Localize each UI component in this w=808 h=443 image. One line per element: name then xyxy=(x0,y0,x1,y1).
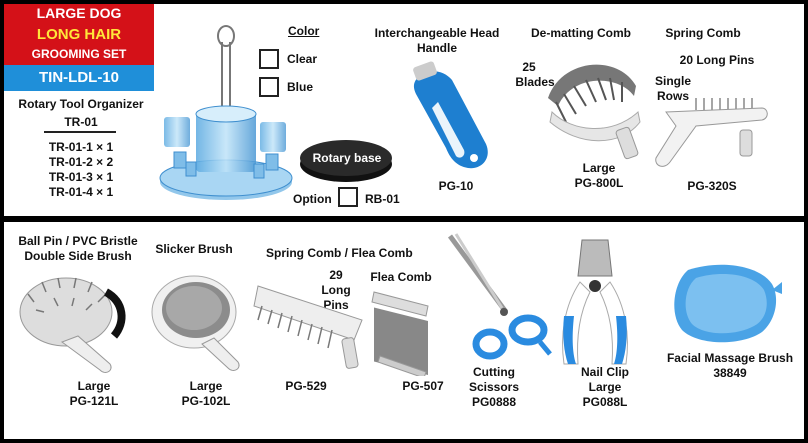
banner-line-large-dog: LARGE DOG xyxy=(4,4,154,25)
color-blue-checkbox[interactable] xyxy=(259,77,279,97)
color-clear-checkbox[interactable] xyxy=(259,49,279,69)
scissors-title-line2: Scissors xyxy=(468,380,520,394)
banner-set-code: TIN-LDL-10 xyxy=(4,65,154,91)
spring-comb-note-line2: Rows xyxy=(656,89,689,103)
rotary-base-label: Rotary base xyxy=(312,151,382,165)
organizer-model: TR-01 xyxy=(64,115,98,129)
color-blue-label: Blue xyxy=(287,80,314,94)
ballpin-brush-image xyxy=(19,277,126,373)
massage-brush-title: Facial Massage Brush xyxy=(666,351,794,365)
spring-comb-pins-note: 20 Long Pins xyxy=(679,53,755,67)
banner-line-long-hair: LONG HAIR xyxy=(4,25,154,46)
spring-flea-note-line3: Pins xyxy=(323,298,349,312)
nail-clip-title: Nail Clip xyxy=(580,365,629,379)
handle-title-line2: Handle xyxy=(416,41,457,55)
color-heading: Color xyxy=(288,24,320,38)
rotary-base-option-label: Option xyxy=(293,192,332,206)
scissors-image xyxy=(447,233,552,360)
rotary-base-image xyxy=(300,140,392,182)
handle-code: PG-10 xyxy=(438,179,474,193)
flea-comb-code: PG-507 xyxy=(402,379,444,393)
organizer-divider xyxy=(44,131,116,133)
organizer-part-1: TR-01-1 × 1 xyxy=(48,140,114,154)
spring-comb-title: Spring Comb xyxy=(665,26,741,40)
organizer-part-4: TR-01-4 × 1 xyxy=(48,185,114,199)
organizer-title: Rotary Tool Organizer xyxy=(18,97,144,111)
top-panel: LARGE DOG LONG HAIR GROOMING SET TIN-LDL… xyxy=(4,4,804,216)
spring-comb-note-line1: Single xyxy=(654,74,691,88)
nail-clip-size: Large xyxy=(588,380,622,394)
spring-flea-code: PG-529 xyxy=(285,379,327,393)
ballpin-size: Large xyxy=(77,379,111,393)
ballpin-code: PG-121L xyxy=(69,394,119,408)
flea-comb-title: Flea Comb xyxy=(370,270,432,284)
spring-flea-note-line1: 29 xyxy=(329,268,343,282)
bottom-panel: Ball Pin / PVC Bristle Double Side Brush… xyxy=(4,222,804,439)
massage-brush-code: 38849 xyxy=(713,366,747,380)
banner-line-grooming-set: GROOMING SET xyxy=(4,46,154,65)
organizer-part-3: TR-01-3 × 1 xyxy=(48,170,114,184)
set-banner: LARGE DOG LONG HAIR GROOMING SET TIN-LDL… xyxy=(4,4,154,91)
rotary-organizer-image xyxy=(159,25,293,200)
slicker-brush-image xyxy=(151,275,240,371)
dematting-code: PG-800L xyxy=(574,176,624,190)
rotary-base-code: RB-01 xyxy=(365,192,400,206)
scissors-title-line1: Cutting xyxy=(473,365,515,379)
slicker-code: PG-102L xyxy=(181,394,231,408)
dematting-title: De-matting Comb xyxy=(531,26,631,40)
dematting-comb-image xyxy=(548,64,641,160)
scissors-code: PG0888 xyxy=(471,395,517,409)
spring-comb-code: PG-320S xyxy=(687,179,737,193)
ballpin-title-line2: Double Side Brush xyxy=(24,249,132,263)
spring-flea-note-line2: Long xyxy=(321,283,351,297)
handle-image xyxy=(413,61,488,169)
dematting-size: Large xyxy=(582,161,616,175)
flea-comb-image xyxy=(371,291,429,376)
massage-brush-image xyxy=(674,264,782,343)
organizer-part-2: TR-01-2 × 2 xyxy=(48,155,114,169)
nail-clip-code: PG088L xyxy=(582,395,628,409)
color-clear-label: Clear xyxy=(287,52,318,66)
spring-flea-title: Spring Comb / Flea Comb xyxy=(266,246,413,260)
nail-clip-image xyxy=(562,239,628,365)
dematting-note-line1: 25 xyxy=(522,60,536,74)
slicker-size: Large xyxy=(189,379,223,393)
spring-flea-comb-image xyxy=(253,285,363,369)
handle-title-line1: Interchangeable Head xyxy=(374,26,500,40)
dematting-note-line2: Blades xyxy=(515,75,555,89)
rotary-base-checkbox[interactable] xyxy=(338,187,358,207)
spring-comb-image xyxy=(655,98,768,167)
ballpin-title-line1: Ball Pin / PVC Bristle xyxy=(18,234,138,248)
slicker-title: Slicker Brush xyxy=(155,242,233,256)
